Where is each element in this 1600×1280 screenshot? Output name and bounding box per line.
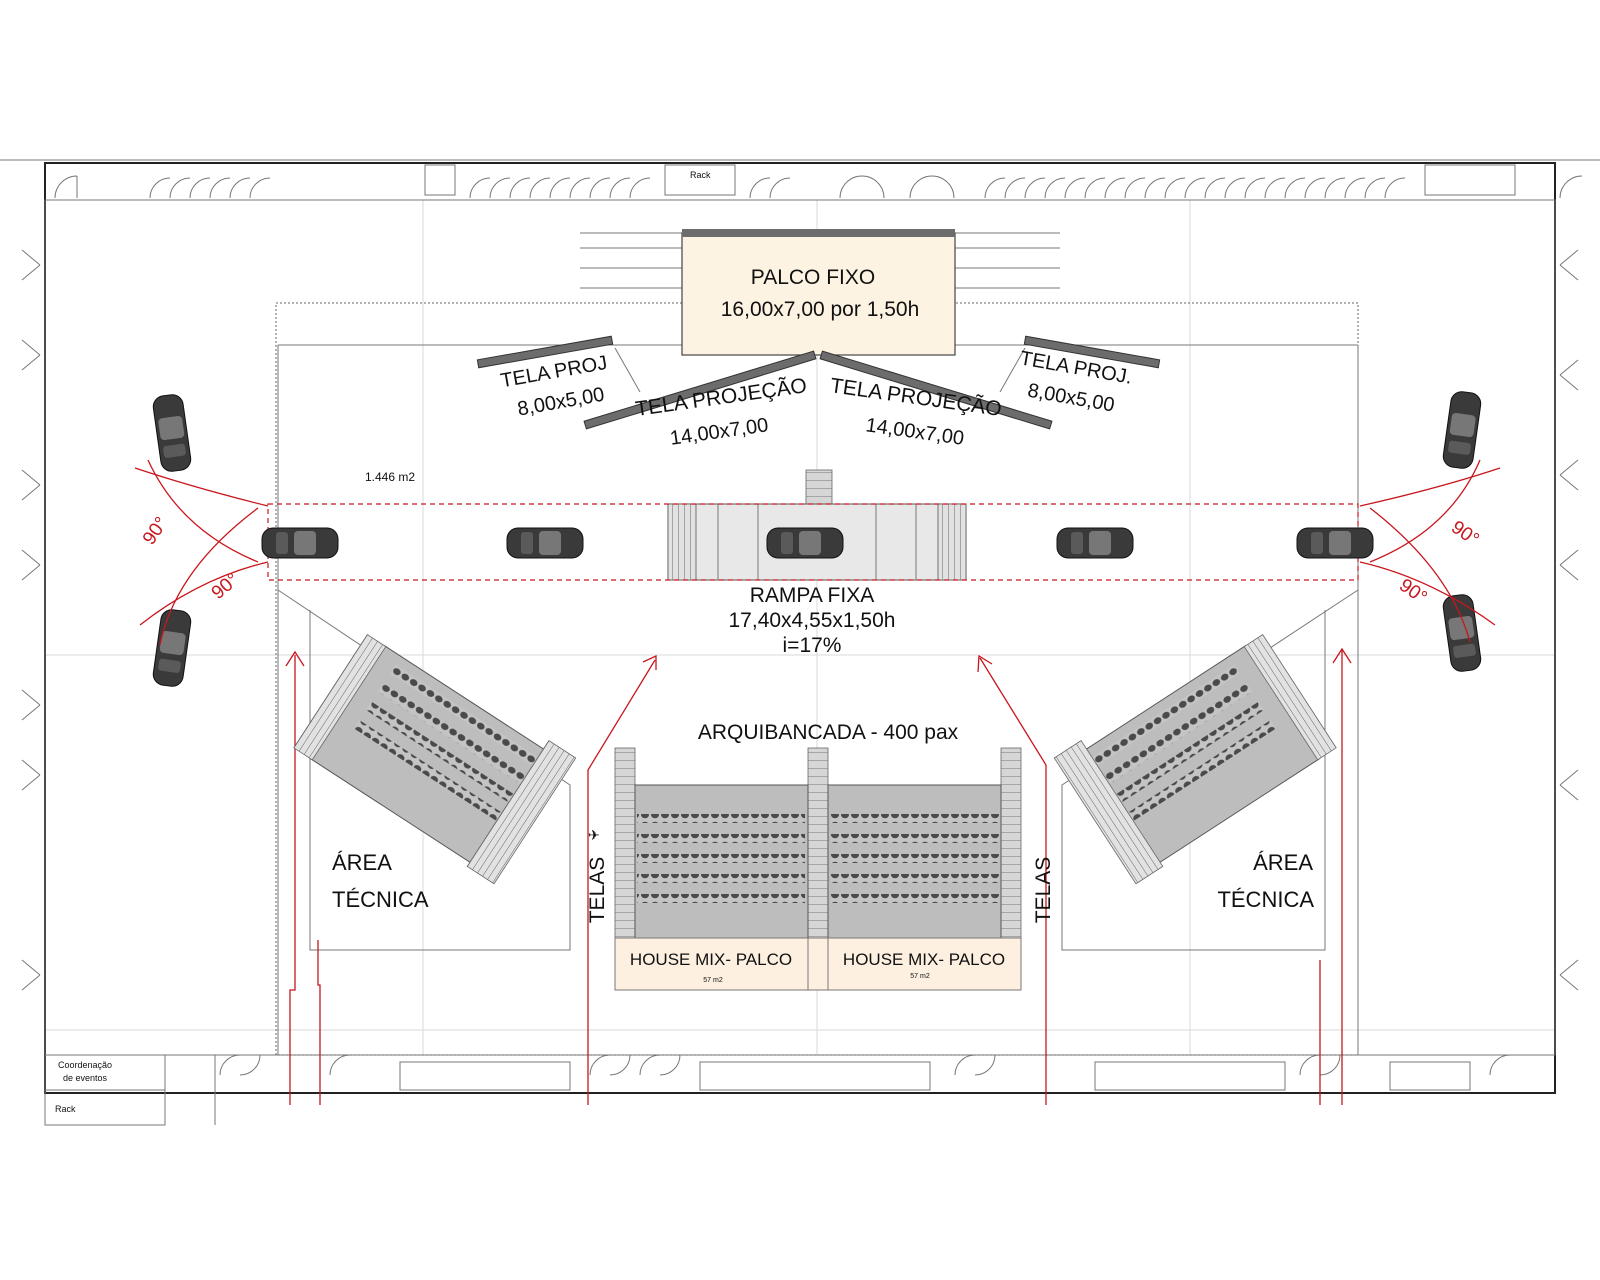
car-ramp-4 <box>1056 527 1134 559</box>
palco-fixo: PALCO FIXO 16,00x7,00 por 1,50h <box>580 229 1060 356</box>
car-left-bottom <box>151 607 193 689</box>
area-tecnica-left-line1: ÁREA <box>332 850 392 875</box>
tela-projecao-left-dims: 14,00x7,00 <box>669 414 770 450</box>
car-ramp-2 <box>506 527 584 559</box>
telas-left-mark: ✈ <box>588 827 600 843</box>
bottom-doors <box>219 1054 1511 1091</box>
rack-label-bottom: Rack <box>55 1104 76 1114</box>
angle-label-right-2: 90° <box>1395 575 1431 609</box>
angle-label-left-1: 90° <box>139 513 173 549</box>
grandstand-left <box>293 634 577 885</box>
area-tecnica-right-line2: TÉCNICA <box>1217 887 1314 912</box>
grandstand-right <box>1053 634 1337 885</box>
palco-title: PALCO FIXO <box>751 266 875 289</box>
rampa-dims: 17,40x4,55x1,50h <box>729 609 896 632</box>
area-m2-label: 1.446 m2 <box>365 470 415 484</box>
house-mix-right: HOUSE MIX- PALCO <box>843 950 1005 969</box>
tela-proj-left-dims: 8,00x5,00 <box>516 384 606 421</box>
arquibancada-label: ARQUIBANCADA - 400 pax <box>698 721 959 744</box>
angle-label-right-1: 90° <box>1447 517 1483 551</box>
rampa-fixa: RAMPA FIXA 17,40x4,55x1,50h i=17% <box>267 469 1359 657</box>
angle-label-left-2: 90° <box>208 569 244 604</box>
car-right-top <box>1441 389 1483 471</box>
car-right-bottom <box>1441 592 1483 674</box>
building-walls: Rack Coordenação de eventos Rack <box>0 159 1600 1126</box>
grandstand-center: ARQUIBANCADA - 400 pax HOUSE MIX- PALCO … <box>614 721 1022 991</box>
telas-right-label: TELAS <box>1032 857 1055 924</box>
coord-label-1: Coordenação <box>58 1060 112 1070</box>
car-ramp-1 <box>261 527 339 559</box>
coord-label-2: de eventos <box>63 1073 108 1083</box>
area-tecnica-right-line1: ÁREA <box>1253 850 1313 875</box>
tela-projecao-right-dims: 14,00x7,00 <box>864 414 965 450</box>
tela-proj-right-dims: 8,00x5,00 <box>1026 380 1116 417</box>
area-tecnica-left-line2: TÉCNICA <box>332 887 429 912</box>
palco-dims: 16,00x7,00 por 1,50h <box>721 298 920 321</box>
circulation-arrows <box>285 647 1352 1105</box>
side-wall-marks <box>21 249 1579 991</box>
rack-label-top: Rack <box>690 170 711 180</box>
telas-left-label: TELAS <box>586 857 609 924</box>
top-doors <box>54 164 1583 199</box>
rampa-title: RAMPA FIXA <box>750 584 874 607</box>
house-mix-left-area: 57 m2 <box>703 977 723 984</box>
car-ramp-5 <box>1296 527 1374 559</box>
car-left-top <box>151 392 193 474</box>
house-mix-right-area: 57 m2 <box>910 973 930 980</box>
car-ramp-3 <box>766 527 844 559</box>
rampa-incline: i=17% <box>783 634 842 657</box>
house-mix-left: HOUSE MIX- PALCO <box>630 950 792 969</box>
